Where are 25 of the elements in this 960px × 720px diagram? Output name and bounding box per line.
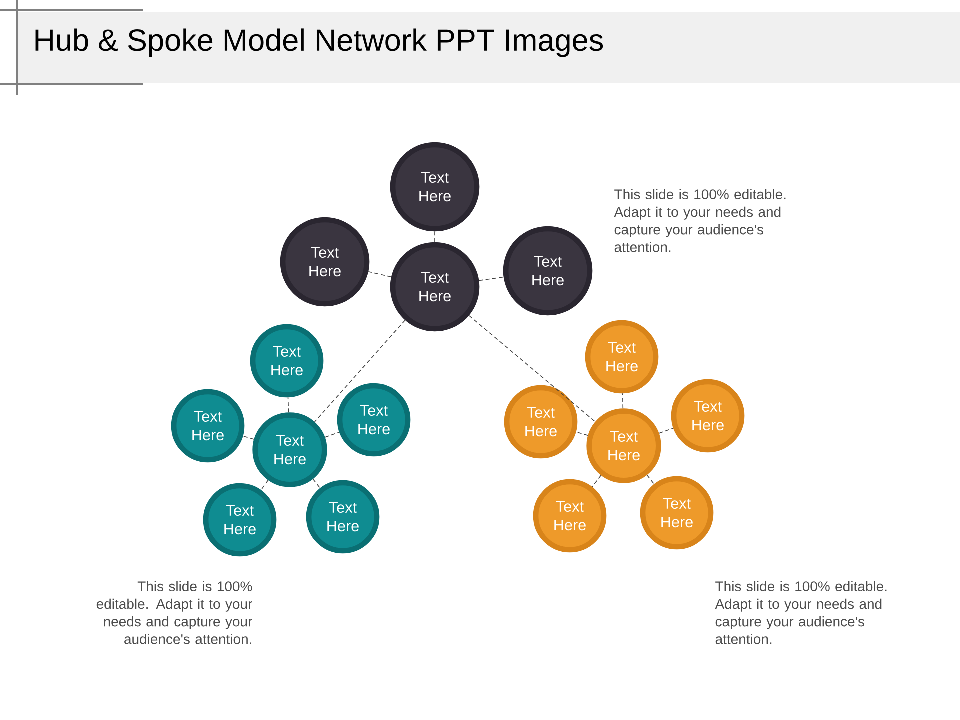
connector-line <box>646 474 655 485</box>
circle-node: Text Here <box>503 226 593 316</box>
connector-line <box>622 393 624 410</box>
title: Hub & Spoke Model Network PPT Images <box>36 28 604 58</box>
connector-line <box>576 432 589 436</box>
connector-line <box>312 478 321 489</box>
circle-node: Text Here <box>252 412 328 488</box>
connector-line <box>324 432 340 438</box>
connector-line <box>314 320 406 422</box>
circle-node: Text Here <box>280 217 370 307</box>
circle-node: Text Here <box>586 408 662 484</box>
circle-node: Text Here <box>390 242 480 332</box>
connector-line <box>260 480 269 491</box>
connector-line <box>478 276 504 282</box>
circle-node: Text Here <box>390 142 480 232</box>
note-text: This slide is 100% editable. Adapt it to your needs and capture your audience's attention. <box>614 189 786 252</box>
connector-line <box>592 475 602 488</box>
note-text: This slide is 100% editable. Adapt it to your needs and capture your audience's attention. <box>715 581 887 644</box>
connector-line <box>368 272 392 278</box>
connector-line <box>658 428 674 434</box>
note-text: This slide is 100% editable. Adapt it to your needs and capture your audience's attention. <box>96 581 252 644</box>
connector-line <box>434 231 436 243</box>
connector-line <box>242 436 255 440</box>
connector-line <box>468 315 596 422</box>
connector-line <box>288 397 290 414</box>
